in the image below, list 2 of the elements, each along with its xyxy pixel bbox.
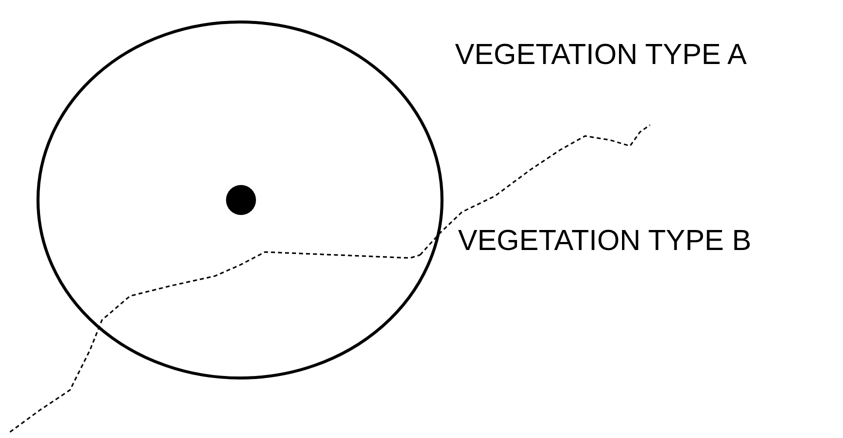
region-label: VEGETATION TYPE A [455, 38, 747, 72]
region-label: VEGETATION TYPE B [458, 224, 752, 258]
